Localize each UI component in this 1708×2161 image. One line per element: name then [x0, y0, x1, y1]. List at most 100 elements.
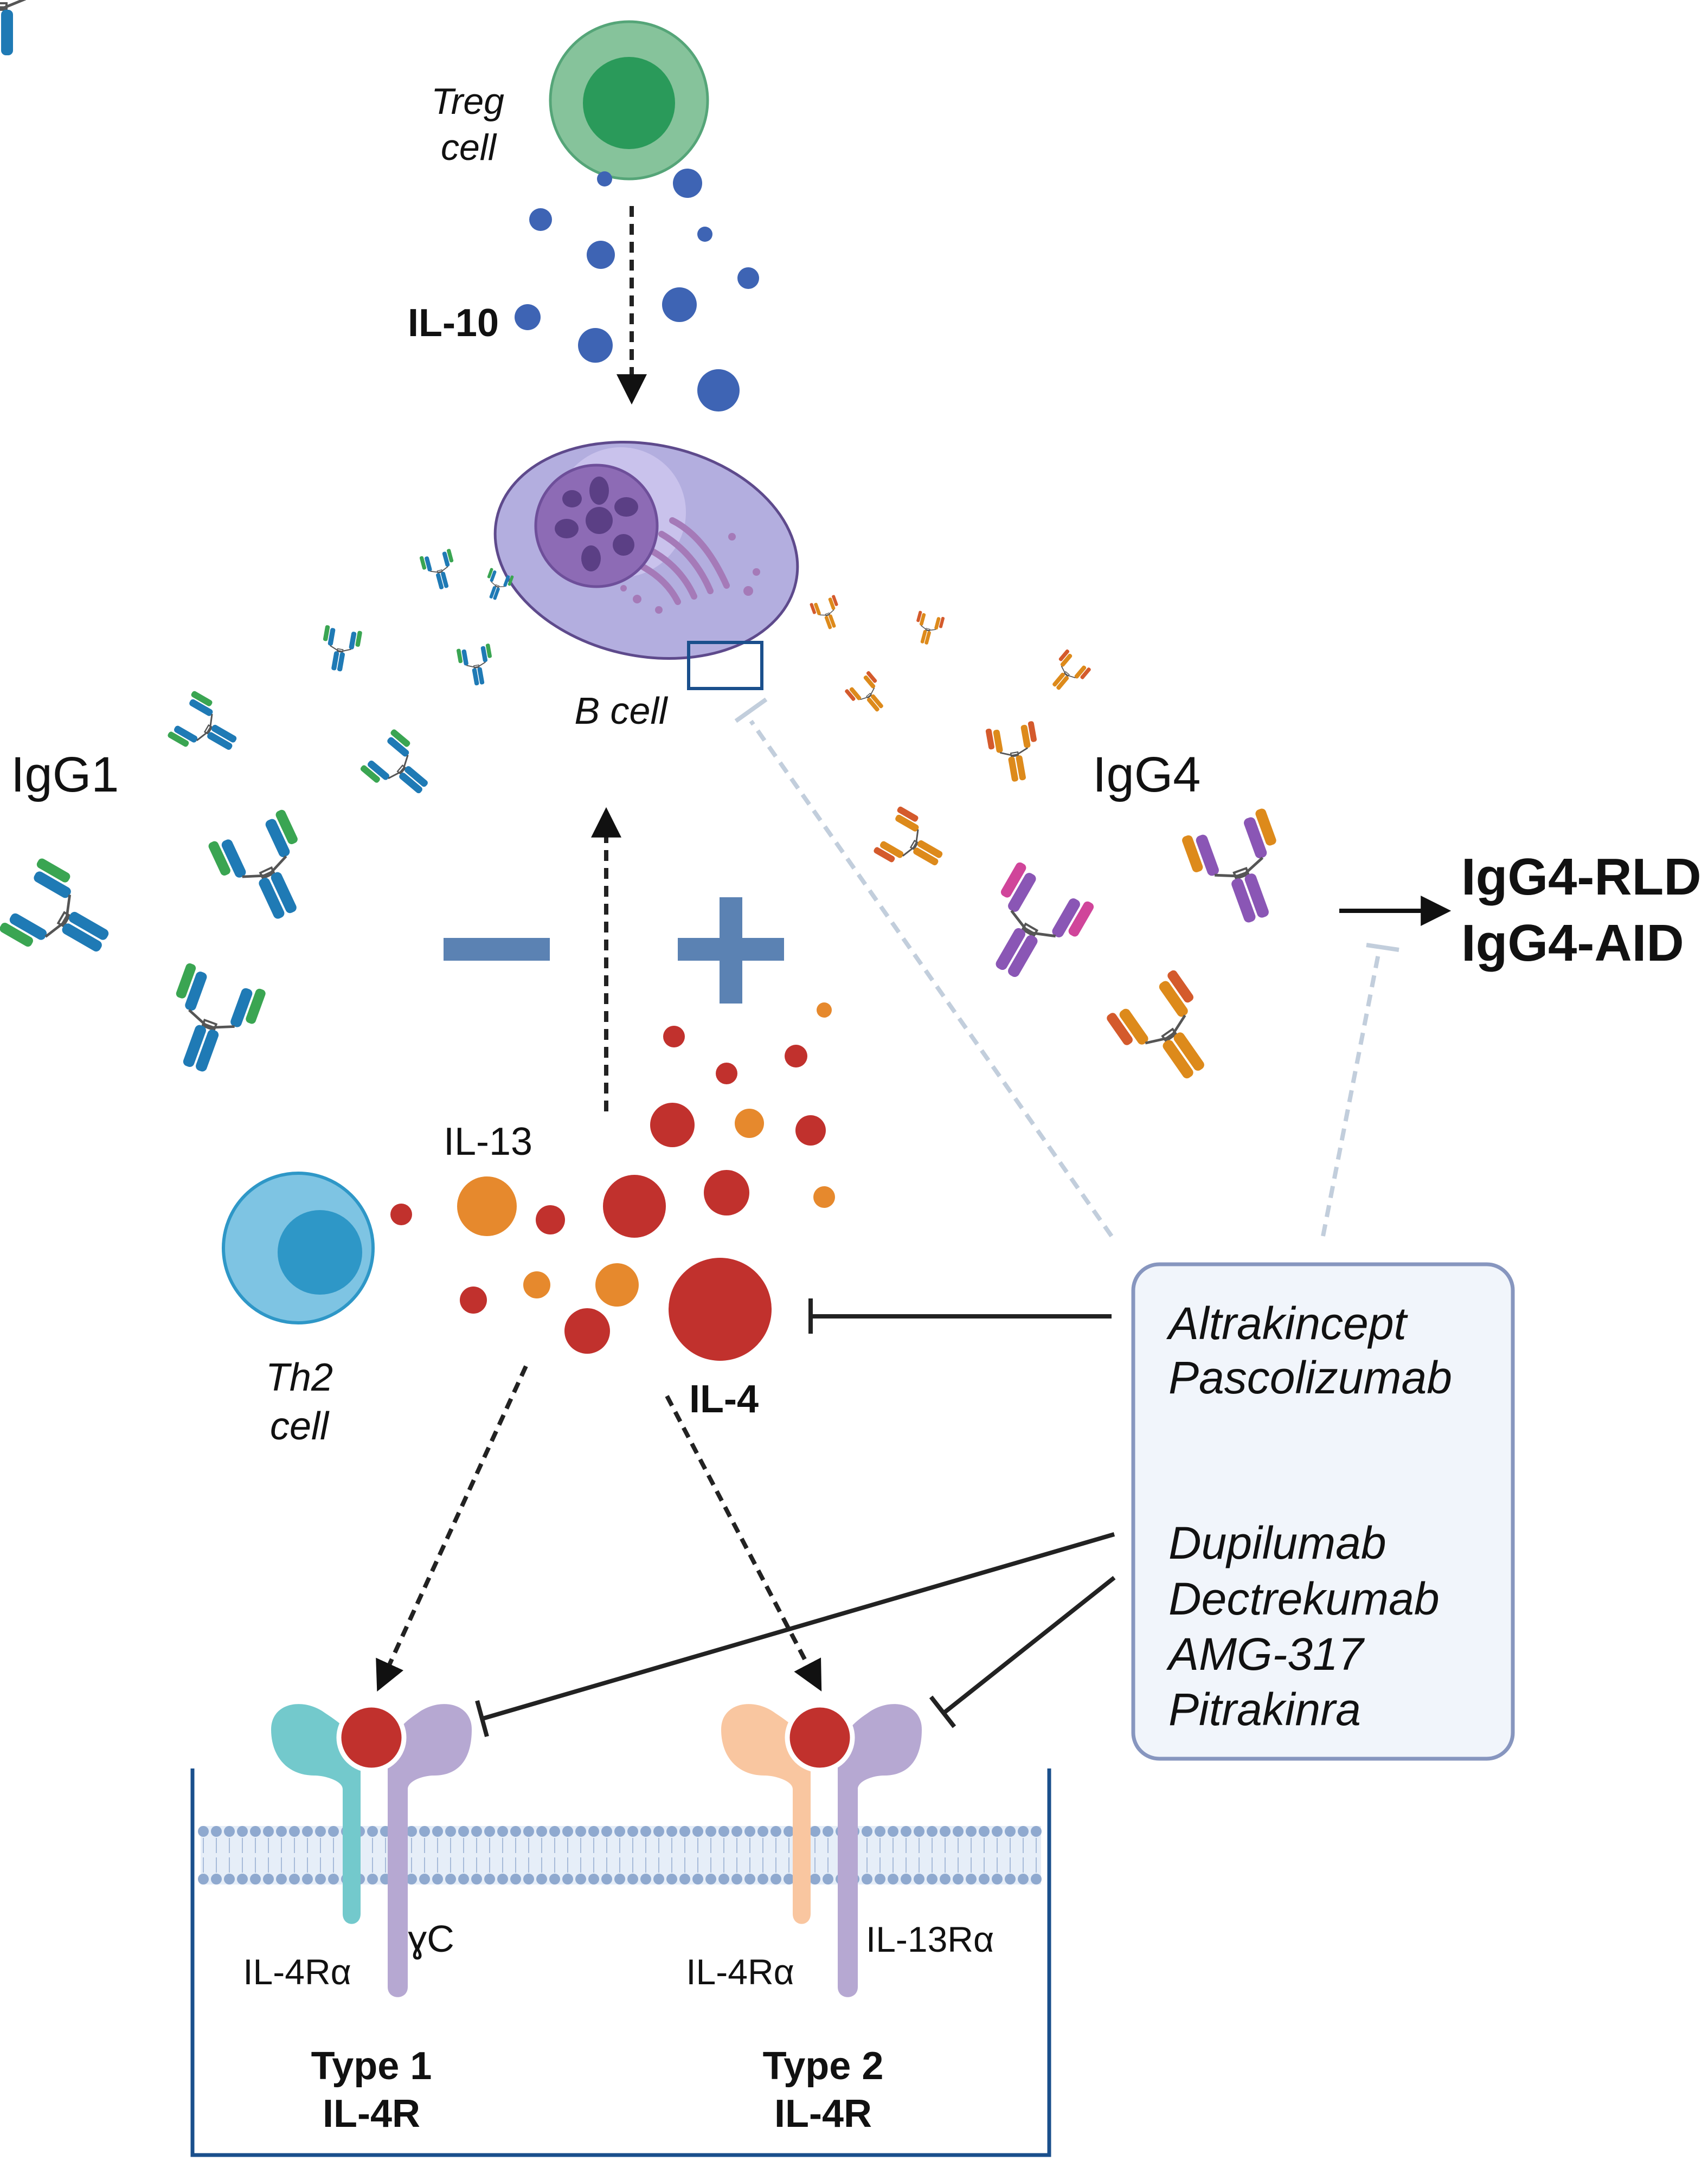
lipid-head	[679, 1826, 690, 1837]
lipid-head	[627, 1826, 638, 1837]
lipid-head	[263, 1874, 274, 1885]
lipid-head	[302, 1826, 313, 1837]
type1-label-line2: IL-4R	[323, 2092, 420, 2136]
lipid-head	[432, 1874, 443, 1885]
lipid-head	[328, 1874, 339, 1885]
il10-label: IL-10	[408, 301, 499, 345]
lipid-head	[250, 1826, 261, 1837]
lipid-head	[653, 1874, 664, 1885]
il4-to-type1-arrow	[376, 1365, 528, 1692]
lipid-head	[458, 1826, 469, 1837]
plus-sign	[678, 897, 784, 1004]
lipid-head	[484, 1826, 495, 1837]
il13-label: IL-13	[444, 1120, 532, 1163]
lipid-head	[536, 1874, 547, 1885]
lipid-head	[614, 1874, 625, 1885]
lipid-head	[653, 1826, 664, 1837]
il4ra-left-label: IL-4Rα	[243, 1952, 351, 1992]
type2-receptor	[721, 1702, 922, 1997]
lipid-head	[731, 1826, 742, 1837]
lipid-head	[640, 1826, 651, 1837]
lipid-head	[888, 1826, 898, 1837]
lipid-head	[679, 1874, 690, 1885]
drug-to-bcell-inhibit-bar	[734, 697, 768, 723]
lipid-head	[523, 1826, 534, 1837]
lipid-head	[1005, 1874, 1016, 1885]
drug-to-igg4-inhibit-bar	[1366, 943, 1399, 952]
lipid-head	[211, 1826, 222, 1837]
lipid-head	[757, 1874, 768, 1885]
lipid-head	[692, 1874, 703, 1885]
drug-dupilumab: Dupilumab	[1168, 1517, 1386, 1568]
treg-cell	[549, 20, 709, 181]
lipid-head	[419, 1874, 430, 1885]
il13ra-chain	[838, 1704, 922, 1997]
type1-label-line1: Type 1	[311, 2044, 432, 2088]
lipid-head	[1018, 1826, 1029, 1837]
lipid-head	[328, 1826, 339, 1837]
lipid-head	[510, 1874, 521, 1885]
th2-label-line2: cell	[270, 1405, 330, 1448]
il4-molecules	[390, 1026, 826, 1361]
lipid-head	[979, 1826, 990, 1837]
disease-label-rld: IgG4-RLD	[1461, 848, 1701, 906]
drug-to-type1-inhibit-line	[481, 1532, 1115, 1721]
lipid-head	[770, 1826, 781, 1837]
lipid-head	[484, 1874, 495, 1885]
treg-label-line2: cell	[441, 127, 497, 168]
lipid-head	[276, 1826, 287, 1837]
b-cell	[493, 440, 799, 690]
lipid-head	[419, 1826, 430, 1837]
lipid-head	[862, 1826, 872, 1837]
disease-label-aid: IgG4-AID	[1461, 914, 1684, 972]
drug-group-1: Altrakincept Pascolizumab	[1166, 1298, 1452, 1403]
lipid-head	[601, 1874, 612, 1885]
drug-pascolizumab: Pascolizumab	[1168, 1352, 1452, 1403]
il4-bound-type1	[336, 1702, 407, 1773]
th2-cell	[222, 1172, 375, 1324]
lipid-head	[289, 1826, 300, 1837]
lipid-head	[445, 1826, 456, 1837]
treg-label-line1: Treg	[431, 81, 504, 122]
lipid-head	[1031, 1874, 1042, 1885]
lipid-head	[406, 1826, 417, 1837]
lipid-head	[992, 1874, 1003, 1885]
lipid-head	[744, 1826, 755, 1837]
il13-molecules	[457, 1002, 835, 1307]
il10-molecules	[515, 169, 759, 411]
lipid-head	[640, 1874, 651, 1885]
lipid-head	[731, 1874, 742, 1885]
lipid-head	[784, 1826, 794, 1837]
lipid-head	[1005, 1826, 1016, 1837]
drug-box	[1131, 1262, 1515, 1761]
lipid-head	[705, 1826, 716, 1837]
igg4-antibodies	[809, 594, 1300, 1097]
lipid-head	[862, 1874, 872, 1885]
type2-label-line1: Type 2	[763, 2044, 884, 2088]
lipid-head	[367, 1874, 378, 1885]
drug-pitrakinra: Pitrakinra	[1168, 1684, 1361, 1735]
arrows-layer	[376, 206, 1452, 1738]
gamma-c-chain	[388, 1704, 472, 1997]
lipid-head	[940, 1826, 951, 1837]
lipid-head	[588, 1874, 599, 1885]
lipid-head	[302, 1874, 313, 1885]
lipid-head	[406, 1874, 417, 1885]
lipid-head	[1018, 1874, 1029, 1885]
lipid-head	[315, 1874, 326, 1885]
drug-to-type2-inhibit-line	[942, 1575, 1116, 1715]
lipid-head	[810, 1874, 820, 1885]
type1-receptor	[271, 1702, 472, 1997]
lipid-head	[211, 1874, 222, 1885]
lipid-head	[289, 1874, 300, 1885]
lipid-head	[953, 1874, 964, 1885]
drug-altrakincept: Altrakincept	[1166, 1298, 1409, 1349]
lipid-head	[757, 1826, 768, 1837]
drug-to-igg4-inhibit-line	[1321, 946, 1382, 1237]
lipid-head	[927, 1874, 938, 1885]
lipid-head	[966, 1826, 977, 1837]
lipid-head	[276, 1874, 287, 1885]
lipid-head	[575, 1874, 586, 1885]
lipid-head	[523, 1874, 534, 1885]
